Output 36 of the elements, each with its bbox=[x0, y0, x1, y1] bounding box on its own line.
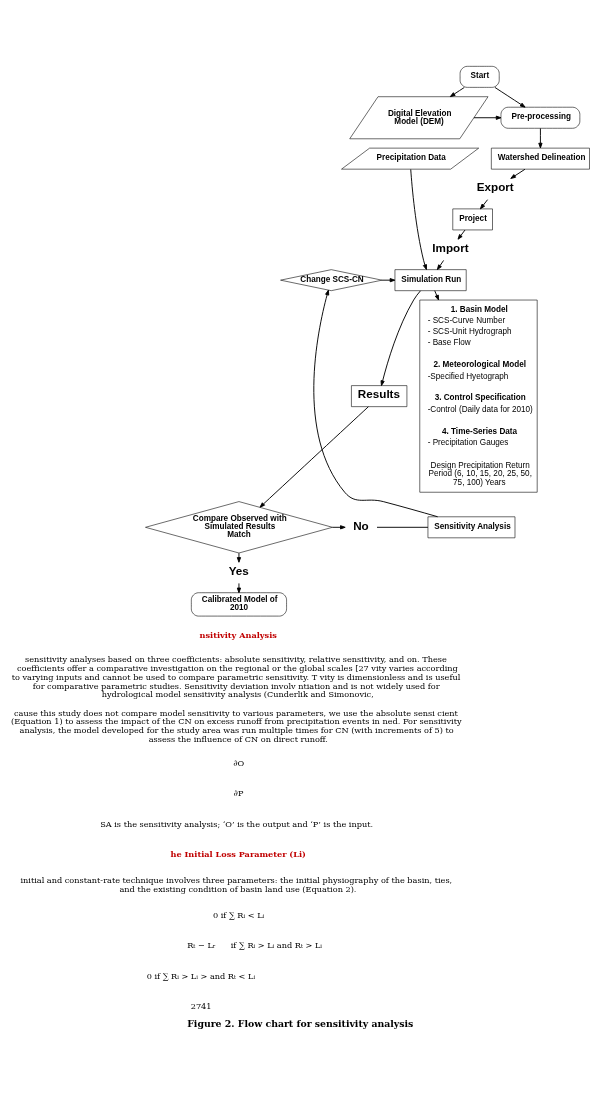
node-text: No bbox=[353, 518, 369, 532]
arrow bbox=[457, 229, 466, 240]
arrow bbox=[259, 406, 369, 508]
label: if ∑ Rᵢ > Lᵢ and Rₜ > Lᵢ bbox=[230, 940, 323, 951]
arrow bbox=[510, 168, 526, 179]
arrow bbox=[479, 199, 489, 210]
arrow bbox=[236, 582, 242, 594]
caption: Figure 2. Flow chart for sensitivity analysis bbox=[187, 1017, 414, 1029]
arrow bbox=[313, 289, 439, 518]
label: cause this study does not compare model sensitivity to various parameters, we use the absolute sensi cient (Equation 1) to assess the impact of the CN on excess runoff from precipitation events in ned. For sensitivity analysis, the model developed for the study area was run multiple times for CN (with increments of 5) to assess the influence of CN on direct runoff. bbox=[11, 707, 462, 744]
arrow bbox=[236, 552, 242, 563]
label: ∂P bbox=[233, 788, 244, 799]
node-box: Results bbox=[351, 385, 408, 407]
node-text: Import bbox=[432, 241, 469, 255]
arrow bbox=[410, 168, 427, 270]
arrow bbox=[380, 290, 421, 386]
arrow bbox=[494, 87, 526, 108]
arrow bbox=[538, 127, 543, 149]
arrow bbox=[436, 259, 445, 271]
label: 2741 bbox=[190, 1001, 212, 1012]
label: sensitivity analyses based on three coefficients: absolute sensitivity, relative sensitivity, and on. These coefficients offer a comparative investigation on the regional or the global scales [27 vity varies according to varying inputs and cannot be used to compare parametric sensitivity. T vity is dimensionless and is useful for comparative parametric studies. Sensitivity deviation involv ntiation and is not widely used for hydrological model sensitivity analysis (Cunderlik and Simonovic, bbox=[11, 654, 461, 700]
arrow bbox=[331, 525, 346, 530]
label: nsitivity Analysis bbox=[199, 629, 277, 640]
label: 0 if ∑ Rᵢ > Lᵢ > and Rₜ < Lᵢ bbox=[146, 970, 256, 981]
label: Rₜ − Lᵣ bbox=[187, 940, 216, 951]
label: ∂O bbox=[233, 758, 245, 769]
connector bbox=[376, 526, 429, 528]
arrow bbox=[434, 290, 440, 301]
arrow bbox=[473, 115, 502, 120]
label: SA is the sensitivity analysis; ‘O’ is the output and ‘P’ is the input. bbox=[100, 818, 374, 829]
node-text: Export bbox=[476, 180, 514, 194]
label: 0 if ∑ Rᵢ < Lᵢ bbox=[212, 909, 265, 920]
label: initial and constant-rate technique involves three parameters: the initial physiography of the basin, ties, and the existing condition of basin land use (Equation 2). bbox=[20, 875, 453, 894]
label: he Initial Loss Parameter (Li) bbox=[170, 848, 306, 859]
node-text: Yes bbox=[228, 564, 249, 578]
arrow bbox=[449, 87, 465, 98]
